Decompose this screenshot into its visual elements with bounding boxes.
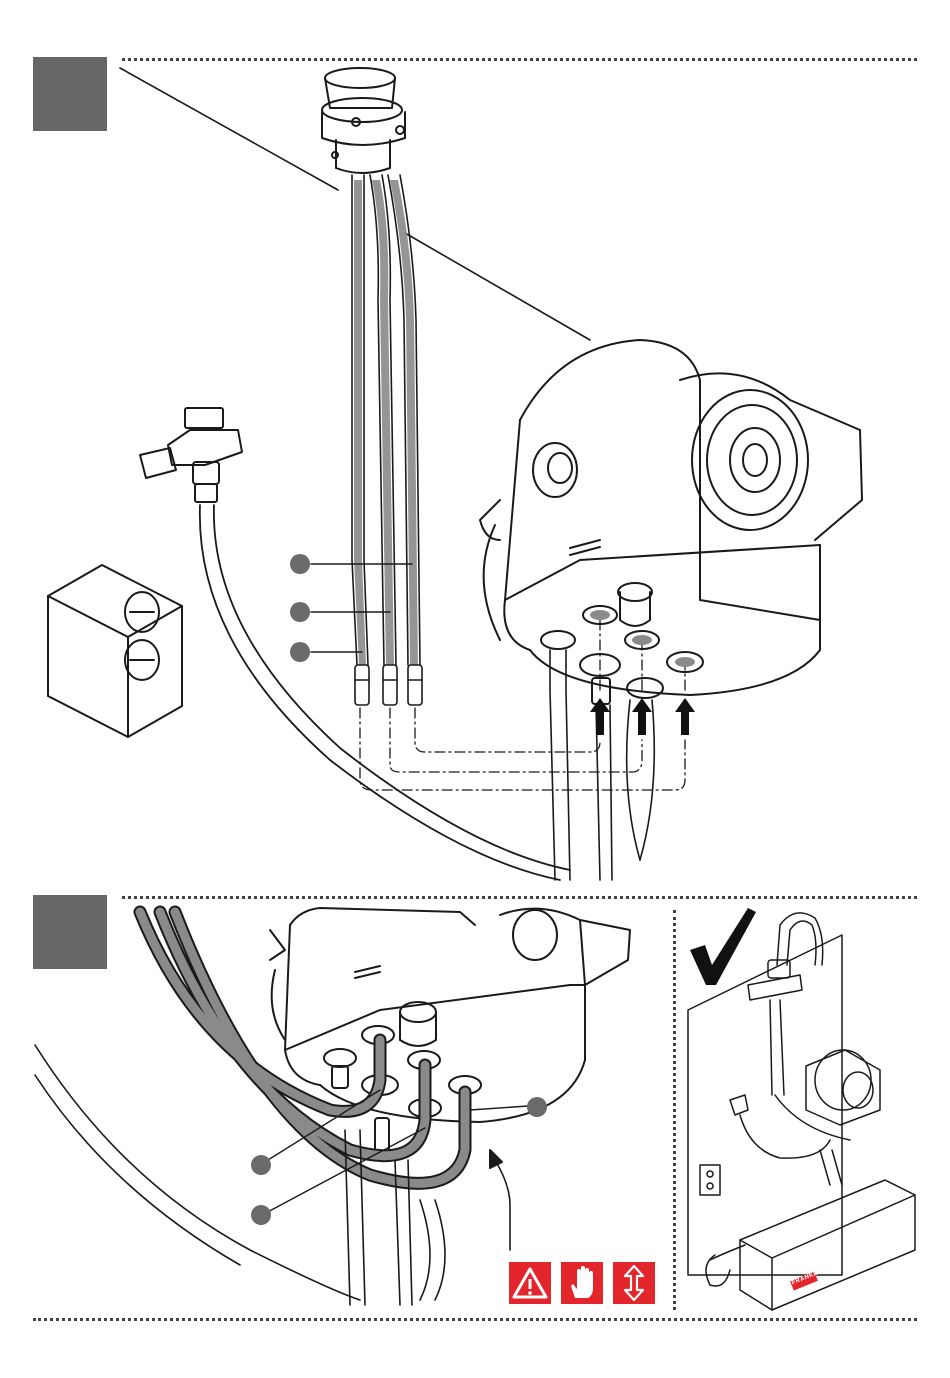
vertical-movement-icon [613,1262,655,1304]
warning-triangle-icon [509,1262,551,1304]
hose-callout-a [290,554,310,574]
hose-callout-b [290,602,310,622]
zoom-leader-line-2 [405,233,590,340]
checkmark-icon [690,908,756,985]
hose-callout-c [290,642,310,662]
chiller-unit-zoom [270,908,630,1158]
port-gaskets [590,610,695,667]
zoom-leader-line-1 [120,68,338,190]
hose-callout-f [251,1205,271,1225]
hand-stop-icon [561,1262,603,1304]
hose-callout-d [527,1097,547,1117]
angle-valve [140,408,242,502]
chiller-unit [480,340,862,704]
tap-base-connector [322,68,405,173]
hose-callout-e [251,1155,271,1175]
hose-end-fittings [355,665,422,705]
supply-hose [200,505,560,880]
power-socket [48,565,182,737]
